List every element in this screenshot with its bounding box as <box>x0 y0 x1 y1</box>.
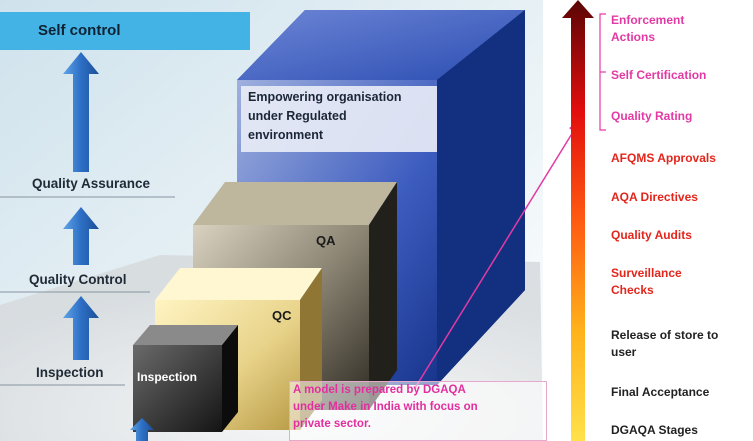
self-control-label: Self control <box>38 22 121 39</box>
big-cube-text-box <box>241 86 437 152</box>
model-note-line-1: A model is prepared by DGAQA <box>293 384 466 396</box>
big-cube-line-1: Empowering organisation <box>248 90 402 104</box>
stage-dgaqa-stages: DGAQA Stages <box>611 423 698 437</box>
stage-release-line-1: Release of store to <box>611 328 719 342</box>
inspection-cube-front <box>133 345 222 432</box>
inspection-cube-label: Inspection <box>137 370 198 384</box>
stage-surveillance-line-1: Surveillance <box>611 266 682 280</box>
stage-afqms-approvals: AFQMS Approvals <box>611 151 716 165</box>
model-note-box <box>289 381 547 441</box>
model-note-line-2: under Make in India with focus on <box>293 401 478 413</box>
stage-self-certification: Self Certification <box>611 68 707 82</box>
gradient-arrow-icon <box>562 0 594 441</box>
stage-quality-rating: Quality Rating <box>611 109 693 123</box>
big-cube-line-2: under Regulated <box>248 109 347 123</box>
title-bar <box>0 12 250 50</box>
inspection-cube-top <box>133 325 238 345</box>
stage-aqa-directives: AQA Directives <box>611 190 698 204</box>
stage-final-acceptance: Final Acceptance <box>611 385 710 399</box>
quality-control-label: Quality Control <box>29 272 127 287</box>
inspection-level-label: Inspection <box>36 365 104 380</box>
big-cube-right <box>437 10 525 385</box>
qc-cube-top <box>155 268 322 300</box>
arrow-up-icon <box>63 207 99 265</box>
big-cube-top <box>237 10 525 80</box>
model-note-line-3: private sector. <box>293 418 371 430</box>
stage-release-line-2: user <box>611 345 637 359</box>
quality-assurance-label: Quality Assurance <box>32 176 151 191</box>
stage-quality-audits: Quality Audits <box>611 228 692 242</box>
stage-surveillance-line-2: Checks <box>611 283 654 297</box>
big-cube-line-3: environment <box>248 128 324 142</box>
pink-connector-line <box>414 131 574 389</box>
inspection-cube-side <box>222 325 238 432</box>
stage-enforcement-line-2: Actions <box>611 30 656 44</box>
stage-enforcement-line-1: Enforcement <box>611 13 685 27</box>
qa-cube-side <box>369 182 397 410</box>
qa-label: QA <box>316 233 336 248</box>
arrow-up-icon <box>63 296 99 360</box>
qa-cube-top <box>193 182 397 225</box>
arrow-up-icon <box>63 52 99 172</box>
qc-label: QC <box>272 308 292 323</box>
arrow-up-small-icon <box>130 418 154 441</box>
